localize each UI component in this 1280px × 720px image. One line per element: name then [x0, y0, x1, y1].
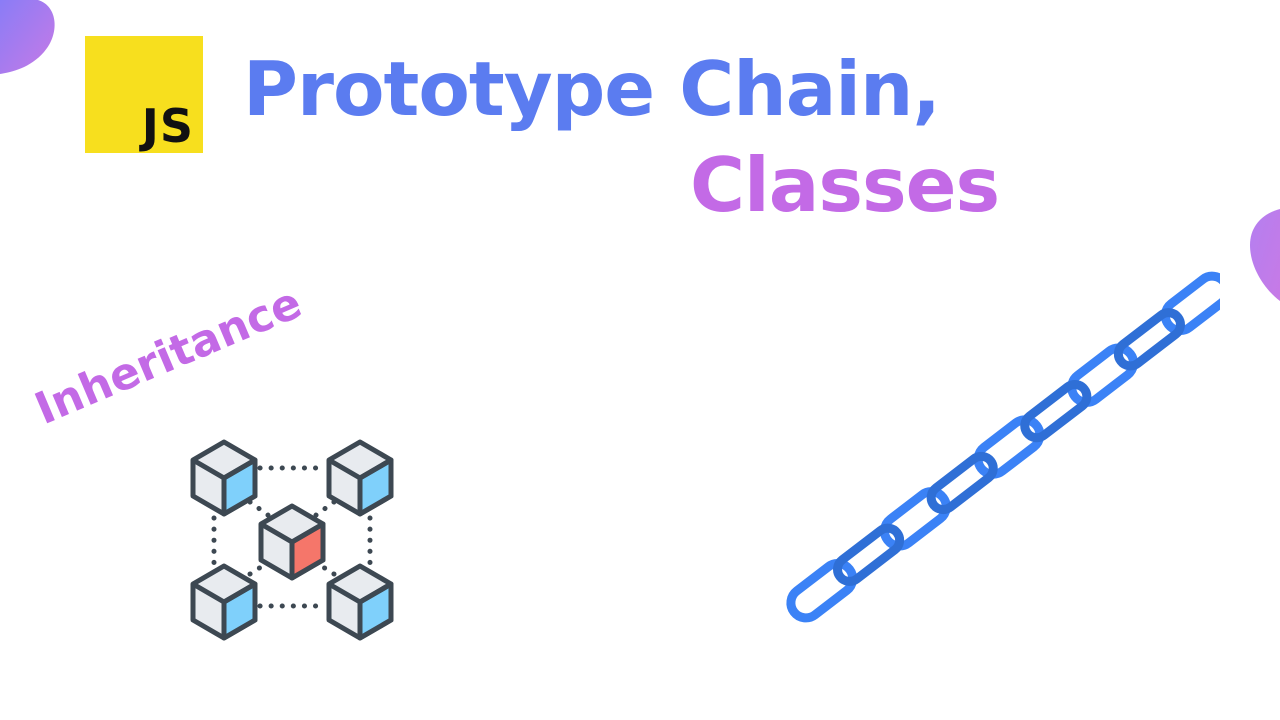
- page-title-line2: Classes: [690, 141, 1000, 229]
- inheritance-label: Inheritance: [27, 277, 309, 436]
- js-logo: JS: [85, 36, 203, 153]
- cube-icon: [326, 439, 394, 517]
- cube-icon: [326, 563, 394, 641]
- page-title-line1: Prototype Chain,: [243, 45, 941, 133]
- cube-icon: [190, 439, 258, 517]
- inheritance-network-icon: [190, 439, 394, 641]
- cube-icon: [190, 563, 258, 641]
- js-logo-label: JS: [141, 99, 194, 153]
- corner-blob-top-left: [0, 0, 55, 74]
- corner-blob-right: [1250, 209, 1280, 301]
- cube-icon-center: [258, 503, 326, 581]
- chain-icon: [786, 271, 1220, 623]
